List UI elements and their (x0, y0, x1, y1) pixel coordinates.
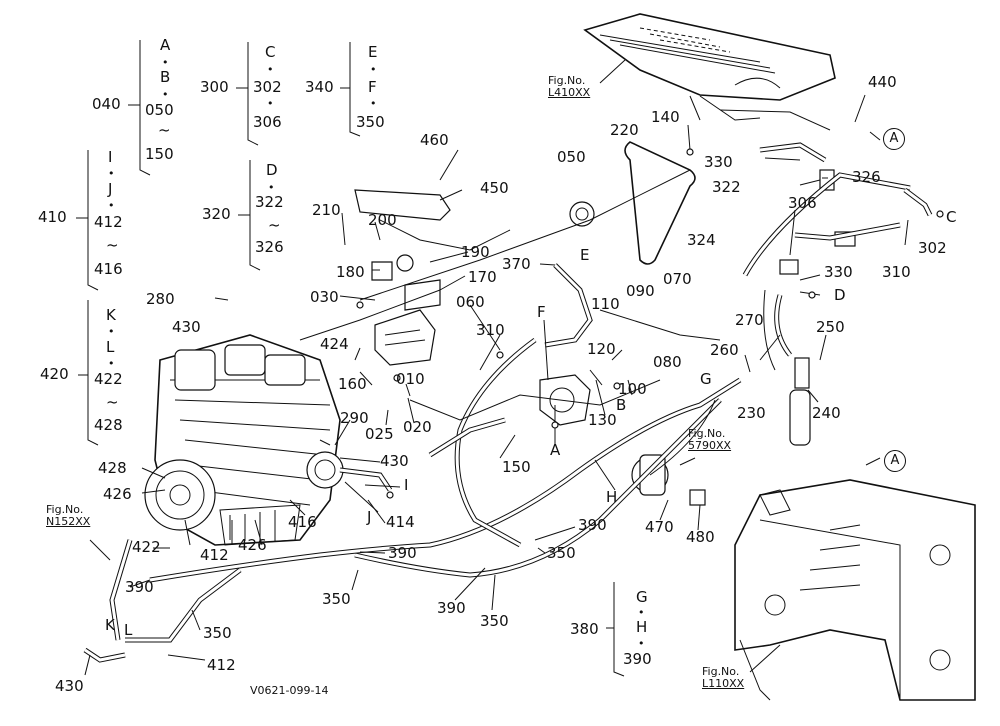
callout-c: C (946, 208, 957, 226)
ref-circle-a-upper: A (883, 128, 905, 150)
compressor-assembly (354, 141, 696, 426)
callout-130: 130 (588, 411, 617, 429)
callout-010: 010 (396, 370, 425, 388)
callout-240: 240 (812, 404, 841, 422)
fig-ref-n152[interactable]: Fig.No. N152XX (46, 503, 91, 528)
callout-210: 210 (312, 201, 341, 219)
engine (144, 334, 344, 546)
callout-110: 110 (591, 295, 620, 313)
callout-060: 060 (456, 293, 485, 311)
callout-120: 120 (587, 340, 616, 358)
callout-412-mid: 412 (200, 546, 229, 564)
callout-b: B (616, 396, 627, 414)
callout-422: 422 (132, 538, 161, 556)
machine-lower-frame (734, 479, 976, 701)
callout-200: 200 (368, 211, 397, 229)
wires (184, 169, 776, 546)
fig-ref-5790[interactable]: Fig.No. 5790XX (688, 427, 732, 452)
callout-190: 190 (461, 243, 490, 261)
callout-390-b: 390 (388, 544, 417, 562)
callout-414: 414 (386, 513, 415, 531)
callout-310-right: 310 (882, 263, 911, 281)
callout-150: 150 (502, 458, 531, 476)
callout-090: 090 (626, 282, 655, 300)
callout-330-lower: 330 (824, 263, 853, 281)
callout-270: 270 (735, 311, 764, 329)
callout-426-mid: 426 (238, 536, 267, 554)
leader-lines (84, 59, 909, 676)
callout-390-d: 390 (437, 599, 466, 617)
callout-302: 302 (918, 239, 947, 257)
callout-450: 450 (480, 179, 509, 197)
fig-ref-l410[interactable]: Fig.No. L410XX (548, 74, 591, 99)
callout-430-mid: 430 (380, 452, 409, 470)
callout-428: 428 (98, 459, 127, 477)
fasteners (356, 148, 944, 499)
machine-upper-frame (583, 13, 836, 131)
callout-310-mid: 310 (476, 321, 505, 339)
callout-330-upper: 330 (704, 153, 733, 171)
callout-280: 280 (146, 290, 175, 308)
callout-290: 290 (340, 409, 369, 427)
callout-d: D (834, 286, 846, 304)
callout-k: K (105, 616, 115, 634)
drawing-code: V0621-099-14 (250, 684, 329, 697)
callout-440: 440 (868, 73, 897, 91)
group-brackets (76, 40, 625, 677)
callout-426-left: 426 (103, 485, 132, 503)
callout-412-bottom: 412 (207, 656, 236, 674)
callout-i: I (404, 476, 409, 494)
callout-l: L (124, 621, 133, 639)
callout-306: 306 (788, 194, 817, 212)
callout-250: 250 (816, 318, 845, 336)
callout-100: 100 (618, 380, 647, 398)
callout-390-c: 390 (125, 578, 154, 596)
callout-180: 180 (336, 263, 365, 281)
callout-326: 326 (852, 168, 881, 186)
callout-170: 170 (468, 268, 497, 286)
callout-350-a: 350 (547, 544, 576, 562)
callout-030: 030 (310, 288, 339, 306)
callout-h: H (606, 488, 618, 506)
callout-050: 050 (557, 148, 586, 166)
callout-350-d: 350 (203, 624, 232, 642)
fig-ref-l110[interactable]: Fig.No. L110XX (702, 665, 745, 690)
callout-220: 220 (610, 121, 639, 139)
callout-160: 160 (338, 375, 367, 393)
callout-070: 070 (663, 270, 692, 288)
callout-j: J (367, 508, 372, 526)
callout-430-top: 430 (172, 318, 201, 336)
callout-470: 470 (645, 518, 674, 536)
callout-080: 080 (653, 353, 682, 371)
callout-140: 140 (651, 108, 680, 126)
callout-350-c: 350 (480, 612, 509, 630)
callout-460: 460 (420, 131, 449, 149)
callout-390-a: 390 (578, 516, 607, 534)
callout-350-b: 350 (322, 590, 351, 608)
ref-circle-a-lower: A (884, 450, 906, 472)
callout-260: 260 (710, 341, 739, 359)
callout-020: 020 (403, 418, 432, 436)
callout-f: F (537, 303, 546, 321)
callout-480: 480 (686, 528, 715, 546)
callout-424: 424 (320, 335, 349, 353)
callout-430-bottom: 430 (55, 677, 84, 695)
callout-a: A (550, 441, 561, 459)
callout-g: G (700, 370, 712, 388)
callout-230: 230 (737, 404, 766, 422)
callout-025: 025 (365, 425, 394, 443)
callout-416: 416 (288, 513, 317, 531)
callout-e: E (580, 246, 590, 264)
callout-370: 370 (502, 255, 531, 273)
callout-322: 322 (712, 178, 741, 196)
hoses (83, 142, 933, 663)
callout-324: 324 (687, 231, 716, 249)
